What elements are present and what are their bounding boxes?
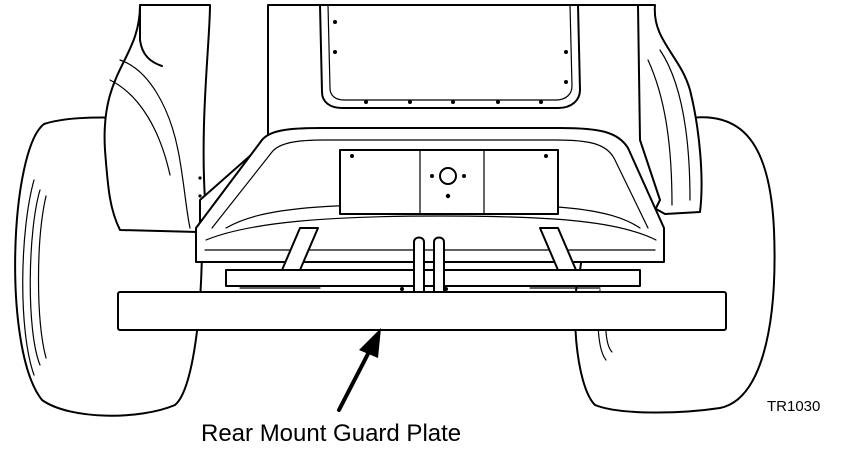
callout-label: Rear Mount Guard Plate [201,420,462,447]
figure-id: TR1030 [767,398,821,415]
guard-plate [117,291,727,331]
callout-arrow [337,328,381,412]
rear-frame [195,127,665,293]
left-fender [103,4,211,233]
right-fender [634,4,703,215]
